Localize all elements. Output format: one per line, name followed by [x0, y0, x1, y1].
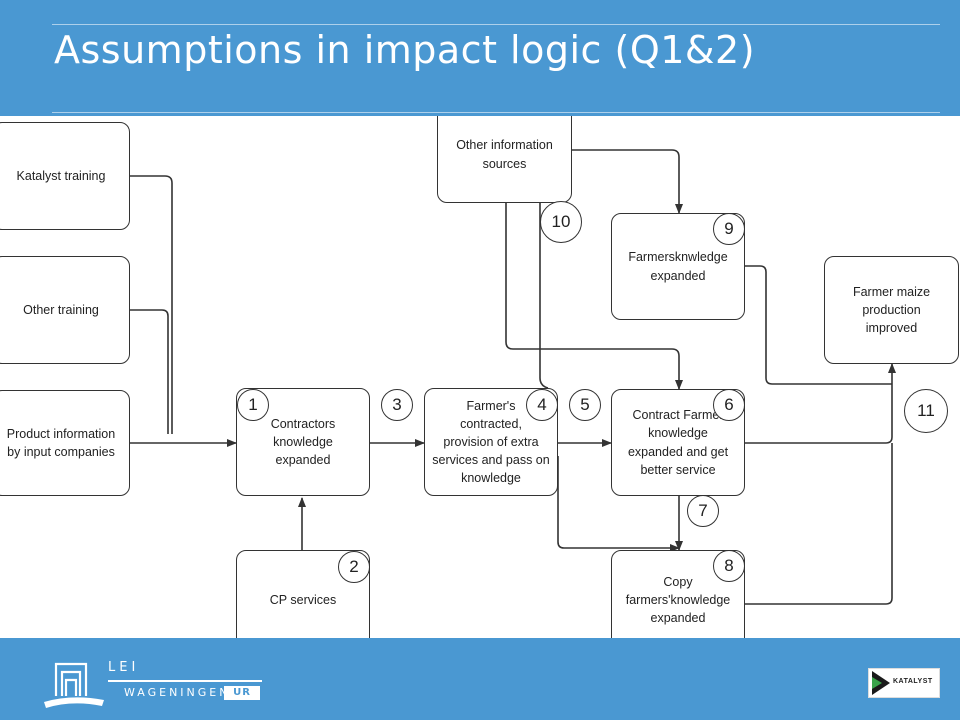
- marker-7: 7: [687, 495, 719, 527]
- edge-info-farmers: [539, 203, 549, 389]
- katalyst-wordmark: KATALYST: [893, 678, 933, 685]
- logo-divider: [108, 680, 262, 682]
- marker-5: 5: [569, 389, 601, 421]
- wageningen-wordmark: WAGENINGEN: [124, 686, 231, 699]
- marker-9: 9: [713, 213, 745, 245]
- edge-farmers-copy: [557, 456, 680, 552]
- node-other-information-sources: Other information sources: [437, 116, 572, 203]
- impact-logic-diagram: Katalyst training Other training Product…: [0, 116, 960, 638]
- edge-contract-maize: [745, 363, 896, 444]
- katalyst-arrow-icon: [872, 671, 890, 695]
- katalyst-logo: KATALYST: [868, 668, 940, 698]
- slide-footer: LEI WAGENINGEN UR KATALYST: [0, 638, 960, 720]
- header-rule-bottom: [52, 112, 940, 113]
- marker-8: 8: [713, 550, 745, 582]
- node-product-information: Product information by input companies: [0, 390, 130, 496]
- node-other-training: Other training: [0, 256, 130, 364]
- node-farmer-maize-production: Farmer maize production improved: [824, 256, 959, 364]
- node-katalyst-training: Katalyst training: [0, 122, 130, 230]
- lei-wageningen-logo: LEI WAGENINGEN UR: [42, 656, 272, 708]
- edge-info-farmersknowledge: [572, 149, 683, 214]
- ur-badge: UR: [224, 686, 260, 700]
- node-contractors-knowledge: Contractors knowledge expanded: [236, 388, 370, 496]
- lei-wordmark: LEI: [108, 660, 140, 675]
- slide-header: Assumptions in impact logic (Q1&2): [0, 0, 960, 116]
- edge-info-contract: [505, 203, 683, 390]
- marker-6: 6: [713, 389, 745, 421]
- slide-title: Assumptions in impact logic (Q1&2): [54, 28, 756, 72]
- connector-lines: [130, 149, 896, 605]
- edge-copy-maize: [745, 443, 893, 605]
- header-rule-top: [52, 24, 940, 25]
- edge-katalyst-training: [130, 175, 173, 434]
- marker-2: 2: [338, 551, 370, 583]
- marker-11: 11: [904, 389, 948, 433]
- edge-farmersknowledge-maize: [745, 265, 892, 385]
- building-icon: [44, 662, 104, 708]
- edge-other-training: [130, 309, 169, 434]
- marker-4: 4: [526, 389, 558, 421]
- marker-3: 3: [381, 389, 413, 421]
- marker-1: 1: [237, 389, 269, 421]
- marker-10: 10: [540, 201, 582, 243]
